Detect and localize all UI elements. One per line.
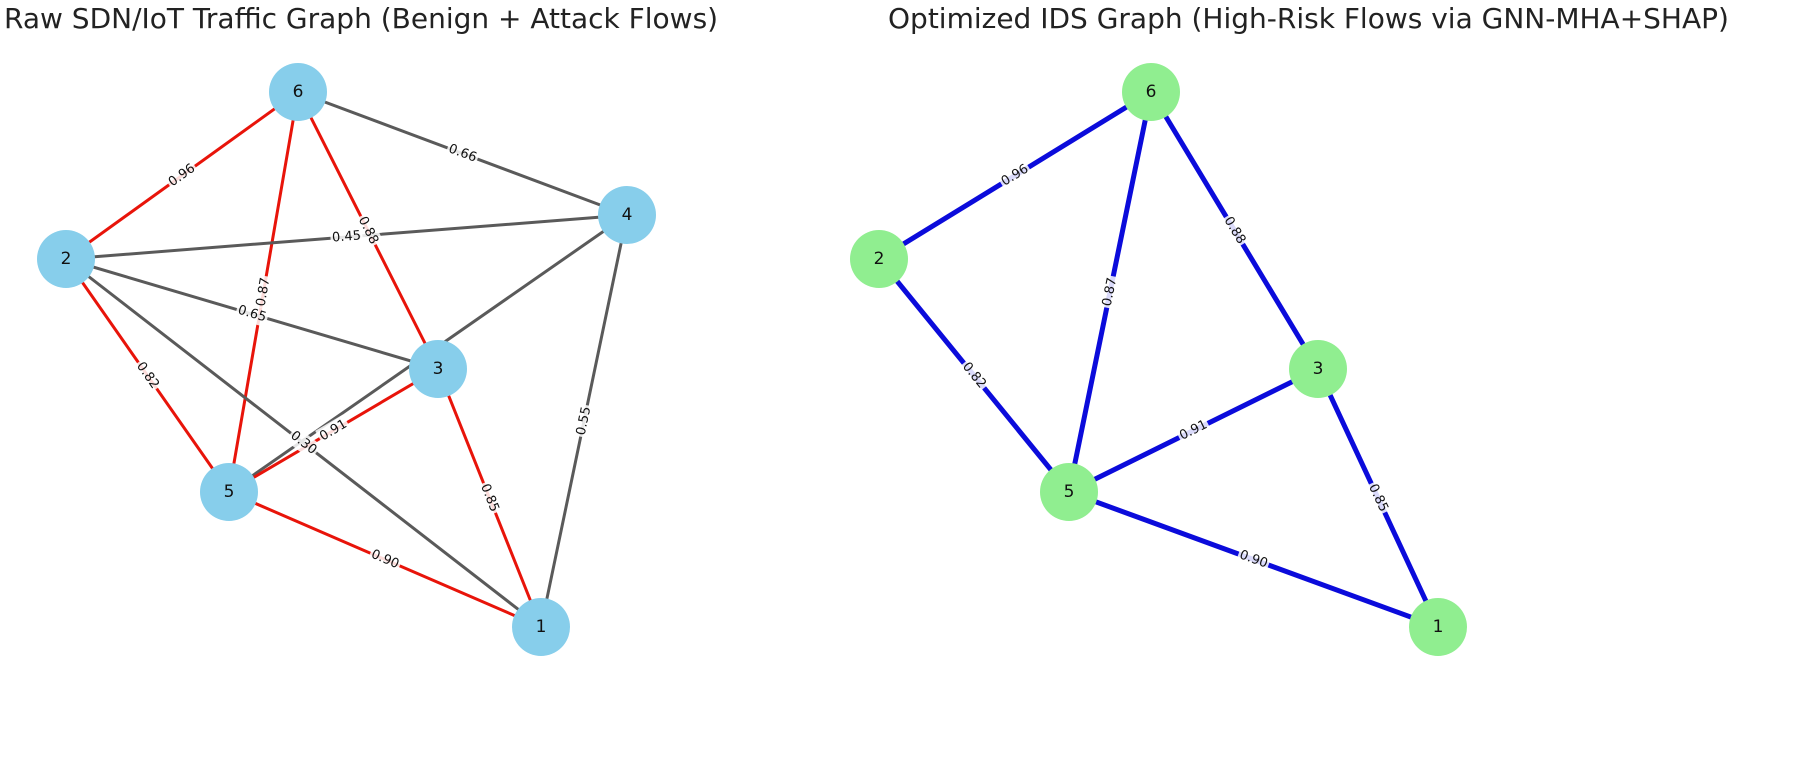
right-edges — [876, 89, 1441, 630]
node-4: 4 — [598, 186, 656, 244]
node-circle — [512, 598, 570, 656]
node-label: 3 — [1313, 359, 1324, 379]
node-label: 5 — [1064, 482, 1075, 502]
node-label: 2 — [61, 249, 72, 269]
node-2: 2 — [850, 230, 908, 288]
right-graph-title: Optimized IDS Graph (High-Risk Flows via… — [888, 2, 1729, 35]
left-nodes: 6 4 2 3 5 1 — [37, 63, 656, 656]
left-edges — [64, 90, 629, 629]
node-5: 5 — [1040, 463, 1098, 521]
node-label: 6 — [1146, 82, 1157, 102]
node-circle — [409, 340, 467, 398]
node-1: 1 — [1409, 598, 1467, 656]
node-label: 3 — [433, 359, 444, 379]
node-label: 1 — [1433, 617, 1444, 637]
node-circle — [1122, 63, 1180, 121]
node-label: 5 — [224, 482, 235, 502]
node-label: 6 — [293, 82, 304, 102]
edge-weight-label: 0.45 — [331, 228, 361, 245]
node-label: 1 — [536, 617, 547, 637]
right-nodes: 6 2 3 5 1 — [850, 63, 1467, 656]
node-3: 3 — [1289, 340, 1347, 398]
node-circle — [1409, 598, 1467, 656]
node-5: 5 — [200, 463, 258, 521]
node-6: 6 — [269, 63, 327, 121]
node-3: 3 — [409, 340, 467, 398]
node-circle — [850, 230, 908, 288]
edge-weight-label: 0.55 — [574, 405, 595, 436]
edge-weight-label: 0.87 — [254, 276, 274, 307]
node-circle — [1040, 463, 1098, 521]
node-circle — [37, 230, 95, 288]
left-edge-labels: 0.960.870.880.660.450.650.820.300.520.55… — [130, 139, 597, 575]
node-6: 6 — [1122, 63, 1180, 121]
left-graph-title: Raw SDN/IoT Traffic Graph (Benign + Atta… — [4, 2, 719, 35]
node-circle — [1289, 340, 1347, 398]
node-circle — [200, 463, 258, 521]
node-circle — [598, 186, 656, 244]
node-1: 1 — [512, 598, 570, 656]
left-traffic-graph: 0.960.870.880.660.450.650.820.300.520.55… — [37, 63, 656, 656]
node-2: 2 — [37, 230, 95, 288]
node-circle — [269, 63, 327, 121]
edge-weight-label: 0.87 — [1100, 276, 1121, 307]
node-label: 2 — [874, 249, 885, 269]
node-label: 4 — [622, 205, 633, 225]
